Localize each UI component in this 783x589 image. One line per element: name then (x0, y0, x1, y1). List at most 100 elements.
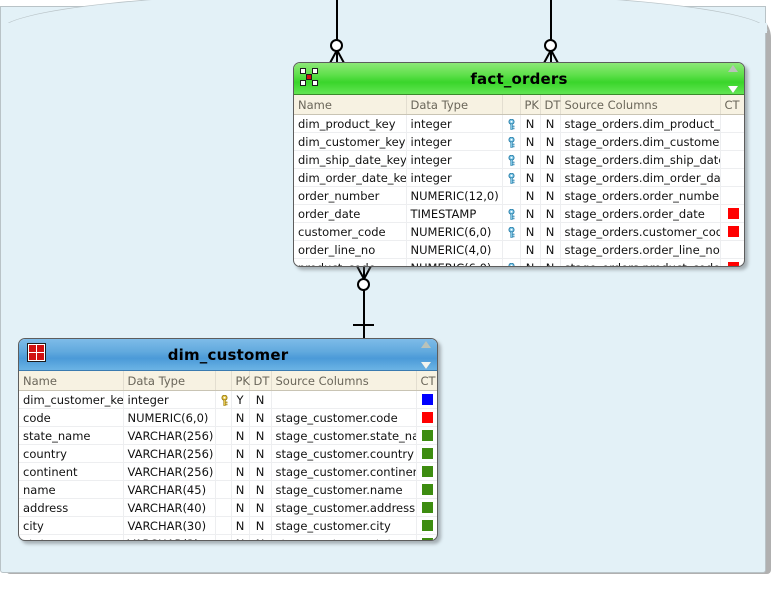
cell-key-icon (502, 204, 521, 223)
entity-fact_orders-columns-grid: Name Data Type PK DT Source Columns CT d… (294, 95, 744, 266)
primary-key-icon (507, 154, 515, 166)
header-name[interactable]: Name (19, 371, 124, 391)
header-ct[interactable]: CT (720, 95, 744, 115)
cell-key-icon (215, 462, 232, 481)
change-type-swatch (422, 483, 433, 495)
cell-source-column: stage_orders.dim_order_date_key (560, 168, 721, 187)
canvas-top-mask (1, 23, 767, 33)
cell-column-name: country (19, 444, 124, 463)
scroll-down-icon[interactable] (421, 362, 431, 369)
cell-source-column: stage_customer.state_name (271, 426, 417, 445)
cell-source-column: stage_orders.order_line_no (560, 240, 721, 259)
change-type-swatch (422, 519, 433, 531)
header-source-columns[interactable]: Source Columns (271, 371, 417, 391)
cell-source-column: stage_customer.code (271, 408, 417, 427)
cell-source-column: stage_orders.product_code (560, 258, 721, 266)
scroll-down-icon[interactable] (728, 86, 738, 93)
cell-pk: N (231, 516, 250, 535)
cell-column-name: order_line_no (294, 240, 407, 259)
cell-dt: N (540, 186, 561, 205)
cell-column-name: dim_order_date_key (294, 168, 407, 187)
header-data-type[interactable]: Data Type (123, 371, 216, 391)
cell-change-type (416, 516, 437, 535)
cell-data-type: VARCHAR(30) (123, 516, 216, 535)
header-name[interactable]: Name (294, 95, 407, 115)
scroll-up-icon[interactable] (728, 65, 738, 72)
entity-dim_customer[interactable]: dim_customer Name Data Type PK DT Source… (18, 338, 438, 541)
cell-dt: N (540, 222, 561, 241)
cell-key-icon (215, 534, 232, 540)
cell-data-type: NUMERIC(12,0) (406, 186, 503, 205)
cell-change-type (720, 258, 744, 266)
cell-key-icon (502, 186, 521, 205)
entity-fact_orders-header[interactable]: fact_orders (294, 63, 744, 95)
change-type-swatch (727, 261, 739, 266)
cell-key-icon (215, 390, 232, 409)
entity-dim_customer-header[interactable]: dim_customer (19, 339, 437, 371)
cell-data-type: VARCHAR(256) (123, 426, 216, 445)
cell-data-type: integer (406, 114, 503, 133)
dimension-table-icon (27, 343, 46, 362)
change-type-swatch (422, 447, 433, 459)
connector-2-crowfoot-icon (543, 50, 559, 64)
cell-key-icon (502, 222, 521, 241)
cell-key-icon (502, 150, 521, 169)
header-dt[interactable]: DT (249, 371, 272, 391)
scroll-up-icon[interactable] (421, 341, 431, 348)
change-type-swatch (422, 411, 433, 423)
cell-column-name: name (19, 480, 124, 499)
cell-column-name: dim_customer_key (294, 132, 407, 151)
header-pk[interactable]: PK (520, 95, 541, 115)
cell-change-type (416, 426, 437, 445)
cell-pk: N (520, 204, 541, 223)
cell-pk: N (231, 426, 250, 445)
cell-change-type (416, 498, 437, 517)
cell-source-column: stage_orders.order_date (560, 204, 721, 223)
connector-line-3 (363, 290, 365, 338)
entity-fact_orders[interactable]: fact_orders Name Data Type PK DT Source … (293, 62, 745, 267)
cell-column-name: code (19, 408, 124, 427)
column-header-row: Name Data Type PK DT Source Columns CT (19, 371, 437, 391)
cell-key-icon (502, 168, 521, 187)
cell-pk: N (231, 534, 250, 540)
cell-dt: N (540, 258, 561, 266)
cell-pk: Y (231, 390, 250, 409)
header-source-columns[interactable]: Source Columns (560, 95, 721, 115)
header-dt[interactable]: DT (540, 95, 561, 115)
entity-fact_orders-scroller[interactable] (726, 65, 740, 93)
cell-change-type (720, 114, 744, 133)
entity-dim_customer-scroller[interactable] (419, 341, 433, 369)
connector-3-crowfoot-icon (356, 266, 372, 280)
header-pk[interactable]: PK (231, 371, 250, 391)
cell-source-column: stage_customer.city (271, 516, 417, 535)
cell-column-name: dim_product_key (294, 114, 407, 133)
header-key-icon (215, 371, 232, 391)
column-header-row: Name Data Type PK DT Source Columns CT (294, 95, 744, 115)
cell-change-type (720, 186, 744, 205)
header-ct[interactable]: CT (416, 371, 437, 391)
cell-pk: N (231, 408, 250, 427)
header-data-type[interactable]: Data Type (406, 95, 503, 115)
change-type-swatch (422, 429, 433, 441)
cell-dt: N (249, 498, 272, 517)
table-row[interactable]: product_codeNUMERIC(6,0)NNstage_orders.p… (294, 258, 744, 266)
